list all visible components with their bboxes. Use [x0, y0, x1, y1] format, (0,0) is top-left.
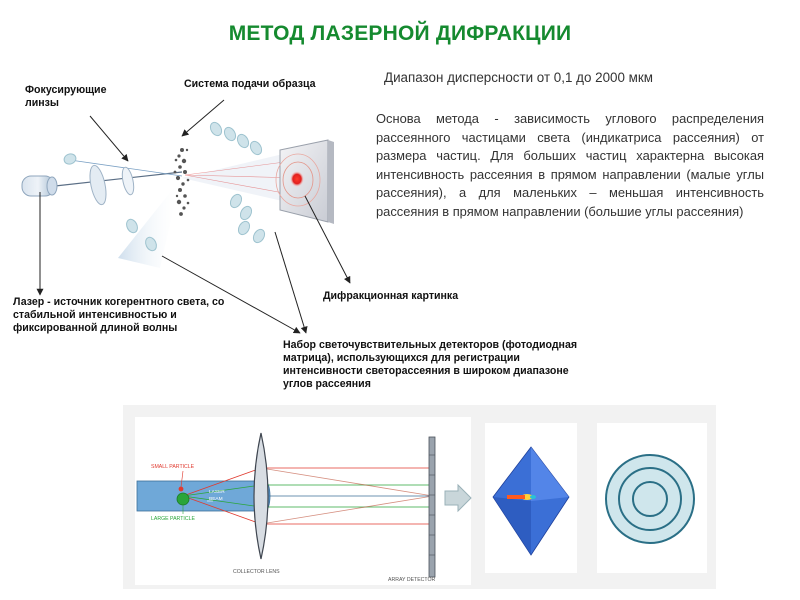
- array-detector: [429, 437, 435, 577]
- label-lenses: Фокусирующие линзы: [25, 84, 135, 110]
- collector-lens-label: COLLECTOR LENS: [233, 569, 280, 575]
- diffraction-spot: [290, 171, 304, 187]
- array-detector-label: ARRAY DETECTOR: [388, 577, 436, 583]
- label-diffraction: Дифракционная картинка: [323, 290, 523, 303]
- large-particle-label: LARGE PARTICLE: [151, 516, 195, 522]
- laser-beam-label-2: BEAM: [209, 496, 223, 502]
- small-particle: [179, 487, 184, 492]
- diffraction-screen: [276, 140, 334, 224]
- schematic-diagram: SMALL PARTICLE LARGE PARTICLE LASER BEAM…: [123, 405, 716, 589]
- beam-tube: [137, 481, 265, 511]
- laser-beam-label-1: LASER: [209, 489, 225, 495]
- label-detectors: Набор светочувствительных детекторов (фо…: [283, 339, 601, 391]
- label-laser: Лазер - источник когерентного света, со …: [13, 296, 243, 335]
- label-sample-system: Система подачи образца: [184, 78, 354, 91]
- focusing-lenses: [87, 164, 136, 206]
- small-particle-label: SMALL PARTICLE: [151, 464, 195, 470]
- method-description: Основа метода - зависимость углового рас…: [376, 110, 764, 222]
- diffraction-rings: [606, 455, 694, 543]
- large-particle: [177, 493, 189, 505]
- laser-beam: [55, 172, 182, 186]
- dispersity-range: Диапазон дисперсности от 0,1 до 2000 мкм: [384, 70, 653, 85]
- sample-particles: [174, 148, 190, 216]
